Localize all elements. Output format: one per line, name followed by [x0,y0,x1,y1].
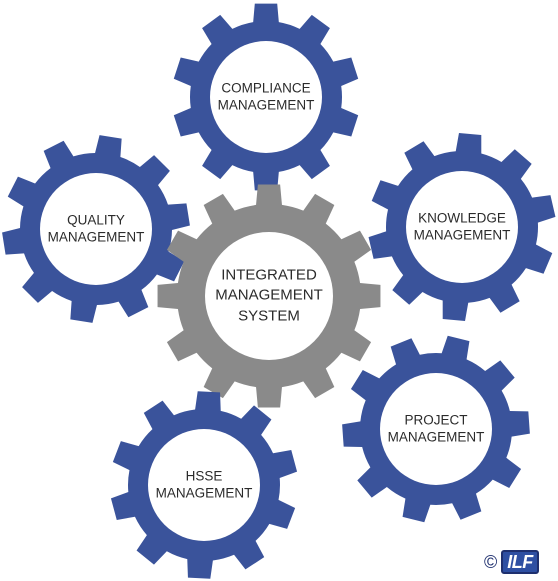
gear-hsse-label-line: HSSE [185,468,223,484]
gear-knowledge-hole [406,171,518,283]
gear-hsse-label-line: MANAGEMENT [155,486,253,501]
gear-project-hole [380,373,492,485]
gear-center [157,184,381,408]
copyright-symbol: © [484,551,498,572]
gear-center-label-line: SYSTEM [238,307,300,325]
copyright-notice: © ILF [484,550,539,574]
gear-quality-label-line: QUALITY [67,212,125,228]
gear-hsse [110,391,298,579]
gear-hsse-label: HSSE MANAGEMENT [156,468,253,503]
gear-quality-label-line: MANAGEMENT [47,230,145,245]
gear-project-label-line: MANAGEMENT [387,430,485,445]
gear-center-label: INTEGRATED MANAGEMENT SYSTEM [215,266,323,327]
gear-compliance [173,3,359,191]
ilf-logo-text: ILF [501,550,539,574]
gear-compliance-label-line: MANAGEMENT [217,98,315,113]
gear-project [342,335,530,523]
gear-compliance-label-line: COMPLIANCE [221,80,311,96]
gear-knowledge [368,133,556,321]
gear-knowledge-label-line: MANAGEMENT [413,228,511,243]
gear-center-label-line: MANAGEMENT [215,286,323,304]
gear-knowledge-label-line: KNOWLEDGE [418,210,506,226]
gear-compliance-hole [210,41,322,153]
gear-center-label-line: INTEGRATED [221,266,317,284]
ilf-logo: ILF [501,550,539,574]
gear-knowledge-label: KNOWLEDGE MANAGEMENT [414,210,511,245]
gear-hsse-hole [148,429,260,541]
gear-center-hole [205,232,333,360]
gear-project-label: PROJECT MANAGEMENT [388,412,485,447]
gear-compliance-label: COMPLIANCE MANAGEMENT [218,80,315,115]
gear-quality-hole [40,173,152,285]
gear-project-label-line: PROJECT [404,412,468,428]
gear-quality-label: QUALITY MANAGEMENT [48,212,145,247]
gear-quality [2,135,190,323]
